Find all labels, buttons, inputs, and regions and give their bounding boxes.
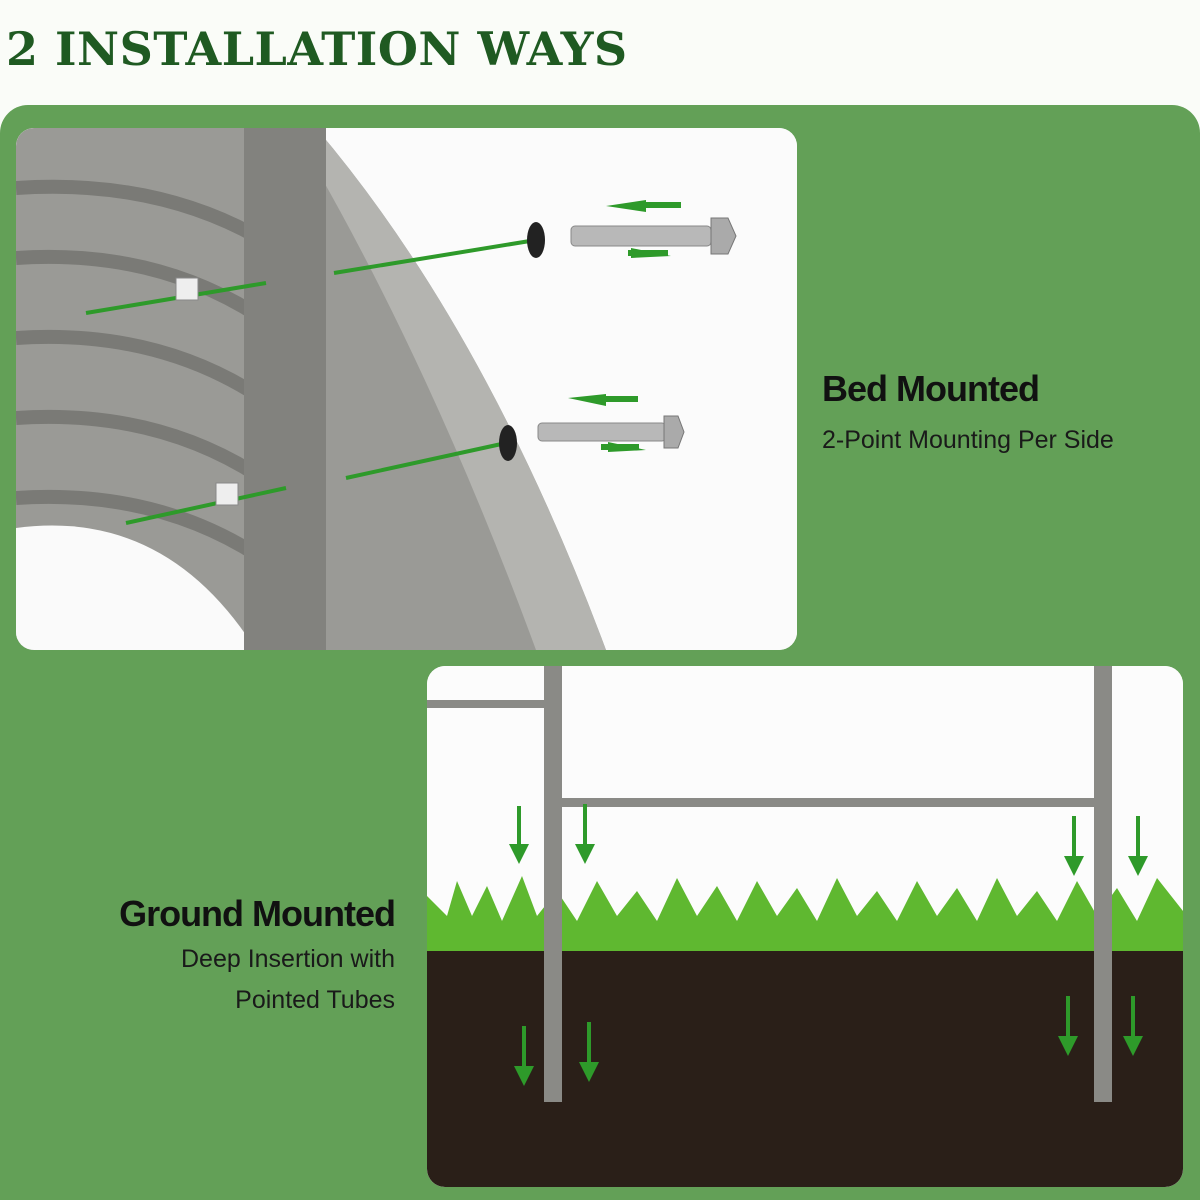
ground-mounted-illustration — [427, 666, 1183, 1187]
bed-mounted-subtitle: 2-Point Mounting Per Side — [822, 426, 1114, 454]
soil — [427, 951, 1183, 1187]
grass — [427, 876, 1183, 951]
ground-mounted-subtitle-line1: Deep Insertion with — [180, 945, 395, 973]
left-tube — [544, 666, 562, 1102]
bed-mounted-title: Bed Mounted — [822, 368, 1040, 409]
post — [244, 128, 326, 650]
ground-mounted-subtitle-line2: Pointed Tubes — [235, 986, 395, 1014]
ground-mounted-subtitle: Deep Insertion with Pointed Tubes — [181, 939, 395, 1021]
ground-mounted-title: Ground Mounted — [119, 893, 396, 934]
page-title: 2 INSTALLATION WAYS — [6, 22, 628, 76]
right-tube — [1094, 666, 1112, 1102]
bed-mounted-illustration — [16, 128, 797, 650]
